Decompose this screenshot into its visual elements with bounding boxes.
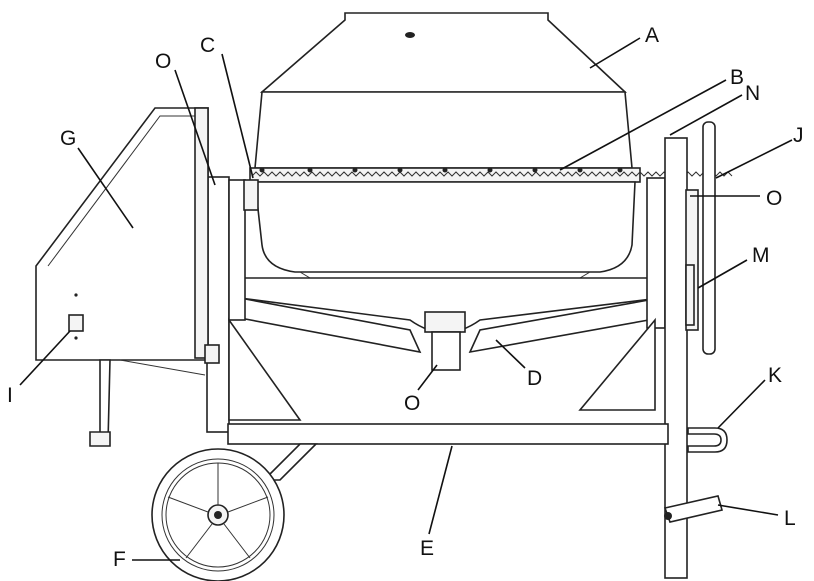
label-o-right: O (766, 187, 782, 210)
label-i: I (7, 384, 13, 407)
label-f: F (113, 548, 126, 571)
wheel (151, 448, 285, 581)
label-b: B (730, 66, 744, 89)
label-j: J (793, 124, 804, 147)
base-beam (227, 423, 669, 481)
right-frame-post (578, 137, 699, 579)
yoke-cradle (239, 277, 661, 371)
label-c: C (200, 34, 215, 57)
left-frame-post (206, 176, 302, 433)
label-l: L (784, 507, 796, 530)
label-d: D (527, 367, 542, 390)
leader-lines (19, 37, 793, 561)
label-o-bottom: O (404, 392, 420, 415)
label-k: K (768, 364, 782, 387)
label-g: G (60, 127, 76, 150)
label-o-top-left: O (155, 50, 171, 73)
label-a: A (645, 24, 659, 47)
lock-handle (687, 427, 728, 453)
label-n: N (745, 82, 760, 105)
part-labels: A B N C O G J O M K L I D O E F (7, 24, 804, 571)
tilt-pedal (663, 495, 724, 523)
label-m: M (752, 244, 770, 267)
mixer-drum (249, 12, 733, 313)
motor-housing (35, 107, 220, 447)
handwheel (702, 121, 716, 355)
label-e: E (420, 537, 434, 560)
